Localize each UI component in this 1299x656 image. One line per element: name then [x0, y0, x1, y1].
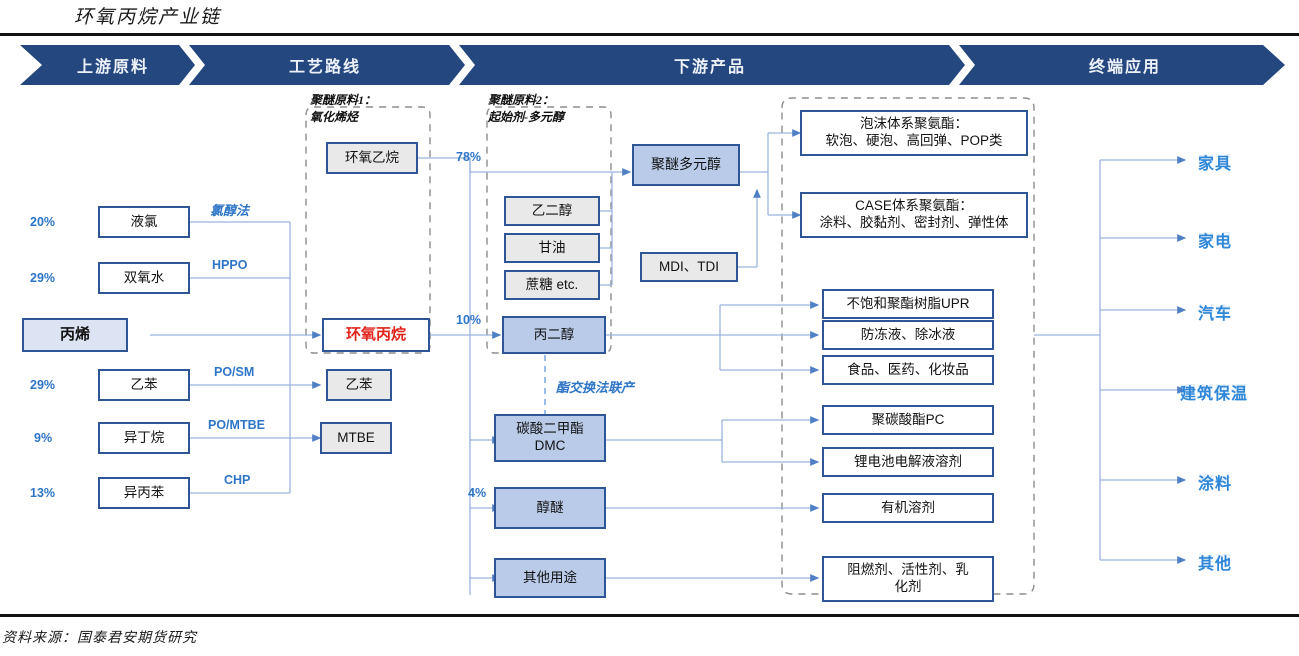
application-coatings-reflection: 涂料: [1198, 472, 1233, 484]
banner-segment-applications[interactable]: 终端应用: [965, 45, 1285, 85]
group-label-polyether-feed-1: 聚醚原料1： 氧化烯烃: [310, 93, 377, 125]
upstream-pct-3: 9%: [34, 431, 53, 445]
box-flame-line1: 阻燃剂、活性剂、乳: [847, 562, 969, 578]
box-ethylene-oxide[interactable]: 环氧乙烷: [326, 142, 418, 174]
banner-segment-downstream[interactable]: 下游产品: [465, 45, 955, 85]
box-dmc-line2: DMC: [534, 438, 566, 453]
label-transesterification: 酯交换法联产: [556, 380, 635, 395]
box-flame-retardant[interactable]: 阻燃剂、活性剂、乳 化剂: [822, 556, 994, 602]
application-furniture-reflection: 家具: [1198, 152, 1233, 164]
box-dmc-line1: 碳酸二甲酯: [516, 421, 584, 437]
application-automotive[interactable]: 汽车 汽车: [1198, 300, 1232, 324]
divider-top: [0, 33, 1299, 36]
box-antifreeze[interactable]: 防冻液、除冰液: [822, 320, 994, 350]
application-others[interactable]: 其他 其他: [1198, 550, 1232, 574]
group-label-polyether-feed-2: 聚醚原料2： 起始剂-多元醇: [488, 93, 564, 125]
box-propylene-oxide[interactable]: 环氧丙烷: [322, 318, 430, 352]
divider-bottom: [0, 614, 1299, 617]
box-propylene-feed[interactable]: 丙烯: [22, 318, 128, 352]
box-polyether-polyol[interactable]: 聚醚多元醇: [632, 144, 740, 186]
box-case-line1: CASE体系聚氨酯：: [855, 198, 973, 214]
box-battery-electrolyte[interactable]: 锂电池电解液溶剂: [822, 447, 994, 477]
application-building-insulation[interactable]: 建筑保温 建筑保温: [1180, 380, 1248, 404]
box-mtbe[interactable]: MTBE: [320, 422, 392, 454]
box-other-uses[interactable]: 其他用途: [494, 558, 606, 598]
application-furniture-label: 家具: [1198, 156, 1233, 173]
box-case-polyurethane[interactable]: CASE体系聚氨酯： 涂料、胶黏剂、密封剂、弹性体: [800, 192, 1028, 238]
application-others-label: 其他: [1198, 556, 1233, 573]
box-ethylbenzene-feed[interactable]: 乙苯: [98, 369, 190, 401]
banner-label-upstream: 上游原料: [76, 59, 149, 76]
box-dmc[interactable]: 碳酸二甲酯 DMC: [494, 414, 606, 462]
application-automotive-reflection: 汽车: [1198, 302, 1233, 314]
box-isobutane[interactable]: 异丁烷: [98, 422, 190, 454]
box-foam-line2: 软泡、硬泡、高回弹、POP类: [825, 133, 1003, 148]
share-propylene-oxide: 10%: [456, 313, 482, 327]
banner-label-applications: 终端应用: [1088, 59, 1161, 76]
application-building-insulation-reflection: 建筑保温: [1180, 382, 1249, 394]
share-ethylene-oxide: 78%: [456, 150, 482, 164]
box-foam-polyurethane[interactable]: 泡沫体系聚氨酯： 软泡、硬泡、高回弹、POP类: [800, 110, 1028, 156]
application-appliances[interactable]: 家电 家电: [1198, 228, 1232, 252]
upstream-pct-1: 29%: [30, 271, 56, 285]
banner-label-process: 工艺路线: [288, 59, 361, 76]
box-glycerol[interactable]: 甘油: [504, 233, 600, 263]
application-coatings-label: 涂料: [1198, 476, 1233, 493]
route-label-chlorohydrin: 氯醇法: [210, 203, 250, 218]
box-glycol-ether[interactable]: 醇醚: [494, 487, 606, 529]
box-propylene-glycol[interactable]: 丙二醇: [502, 316, 606, 354]
box-foam-line1: 泡沫体系聚氨酯：: [860, 116, 968, 132]
box-ethylene-glycol[interactable]: 乙二醇: [504, 196, 600, 226]
application-others-reflection: 其他: [1198, 552, 1233, 564]
box-ethylbenzene-product[interactable]: 乙苯: [326, 369, 392, 401]
share-glycol-ether: 4%: [468, 486, 487, 500]
box-mdi-tdi[interactable]: MDI、TDI: [640, 252, 738, 282]
box-hydrogen-peroxide[interactable]: 双氧水: [98, 262, 190, 294]
box-case-line2: 涂料、胶黏剂、密封剂、弹性体: [819, 215, 1009, 230]
banner-label-downstream: 下游产品: [673, 59, 746, 76]
route-label-po-sm: PO/SM: [214, 365, 255, 379]
application-coatings[interactable]: 涂料 涂料: [1198, 470, 1232, 494]
route-label-chp: CHP: [224, 473, 251, 487]
box-food-pharma-cosmetics[interactable]: 食品、医药、化妆品: [822, 355, 994, 385]
application-furniture[interactable]: 家具 家具: [1198, 150, 1232, 174]
upstream-pct-2: 29%: [30, 378, 56, 392]
box-organic-solvent[interactable]: 有机溶剂: [822, 493, 994, 523]
box-flame-line2: 化剂: [894, 579, 922, 594]
upstream-pct-0: 20%: [30, 215, 56, 229]
box-polycarbonate[interactable]: 聚碳酸酯PC: [822, 405, 994, 435]
application-appliances-reflection: 家电: [1198, 230, 1233, 242]
source-note: 资料来源：国泰君安期货研究: [2, 631, 197, 646]
banner-segment-process[interactable]: 工艺路线: [195, 45, 455, 85]
application-appliances-label: 家电: [1198, 234, 1233, 251]
application-automotive-label: 汽车: [1198, 306, 1233, 323]
route-label-po-mtbe: PO/MTBE: [208, 418, 265, 432]
stage-banner: 上游原料 工艺路线 下游产品 终端应用: [20, 45, 1285, 85]
box-liquid-chlorine[interactable]: 液氯: [98, 206, 190, 238]
page-title: 环氧丙烷产业链: [74, 7, 222, 28]
banner-background: [20, 45, 1285, 85]
upstream-pct-4: 13%: [30, 486, 56, 500]
application-building-insulation-label: 建筑保温: [1180, 386, 1249, 403]
box-cumene: 异丙苯: [98, 477, 190, 509]
banner-segment-upstream[interactable]: 上游原料: [38, 45, 188, 85]
box-upr[interactable]: 不饱和聚酯树脂UPR: [822, 289, 994, 319]
route-label-hppo: HPPO: [212, 258, 248, 272]
box-sucrose[interactable]: 蔗糖 etc.: [504, 270, 600, 300]
